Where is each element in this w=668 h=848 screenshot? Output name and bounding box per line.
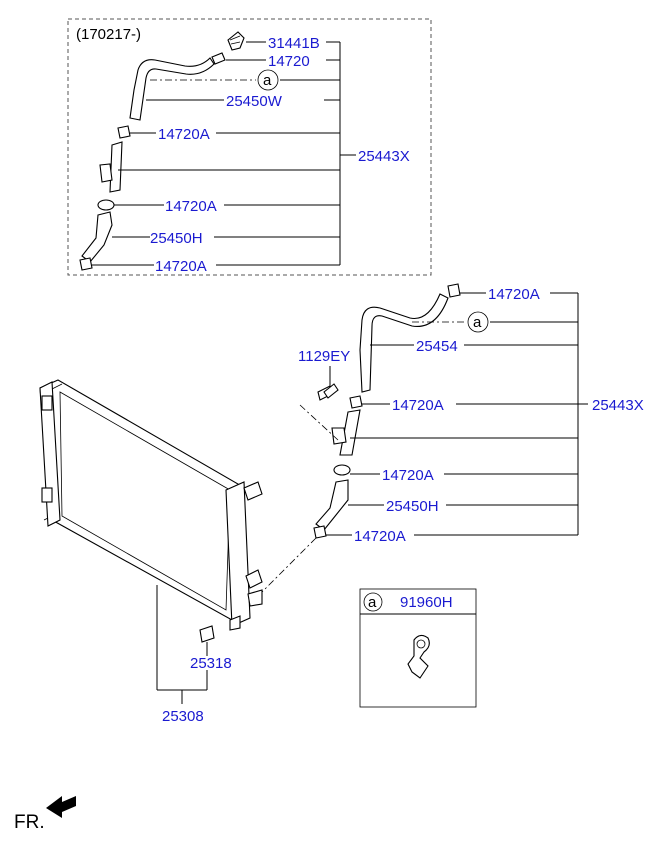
callout-a-upper-letter: a	[263, 72, 272, 89]
fr-label: FR.	[14, 812, 45, 833]
bracket-pipe-part	[99, 141, 123, 193]
bolt-part	[317, 383, 339, 401]
lower-main-hose-part	[359, 293, 449, 393]
front-arrow-icon	[46, 796, 76, 818]
variant-note: (170217-)	[76, 26, 141, 43]
label-lower-hose-lower: 25450H	[386, 498, 439, 515]
drain-plug-part	[199, 625, 215, 643]
lower-clamp-top-part	[447, 283, 461, 298]
label-upper-clamp-2: 14720A	[165, 198, 217, 215]
clip-part	[407, 634, 430, 679]
label-lower-hose-main: 25454	[416, 338, 458, 355]
detail-box-symbol: a	[368, 594, 377, 611]
radiator-part	[39, 379, 263, 631]
clamp-2-part	[97, 199, 115, 211]
label-upper-hose-lower: 25450H	[150, 230, 203, 247]
clamp-1-part	[117, 125, 131, 139]
callout-a-upper	[257, 69, 279, 91]
lower-hose-part	[81, 211, 113, 263]
callout-a-lower-letter: a	[473, 314, 482, 331]
radiator-cap-part	[227, 31, 245, 51]
detail-box	[359, 588, 477, 708]
upper-hose-part	[129, 57, 215, 121]
label-hose-top: 25450W	[226, 93, 283, 110]
label-upper-assembly: 25443X	[358, 148, 410, 165]
lower-bracket-pipe-part	[331, 409, 361, 456]
lower-clamp-2-part	[333, 464, 351, 476]
label-lower-clamp-2: 14720A	[382, 467, 434, 484]
label-lower-clamp-1: 14720A	[392, 397, 444, 414]
clamp-top-part	[211, 52, 226, 65]
label-lower-clamp-3: 14720A	[354, 528, 406, 545]
label-upper-clamp-3: 14720A	[155, 258, 207, 275]
lower-clamp-1-part	[349, 395, 363, 409]
label-bolt: 1129EY	[298, 348, 350, 365]
label-clamp-top: 14720	[268, 53, 310, 70]
clamp-3-part	[79, 257, 93, 271]
label-radiator-assy: 25308	[162, 708, 204, 725]
label-cap-part: 31441B	[268, 35, 320, 52]
upper-group-box	[67, 18, 432, 276]
label-lower-clamp-top: 14720A	[488, 286, 540, 303]
lower-clamp-3-part	[313, 525, 327, 539]
label-lower-assembly: 25443X	[592, 397, 644, 414]
callout-a-lower	[467, 311, 489, 333]
label-upper-clamp-1: 14720A	[158, 126, 210, 143]
label-drain-plug: 25318	[190, 655, 232, 672]
lower-hose-h-part	[315, 479, 349, 531]
detail-box-part: 91960H	[400, 594, 453, 611]
